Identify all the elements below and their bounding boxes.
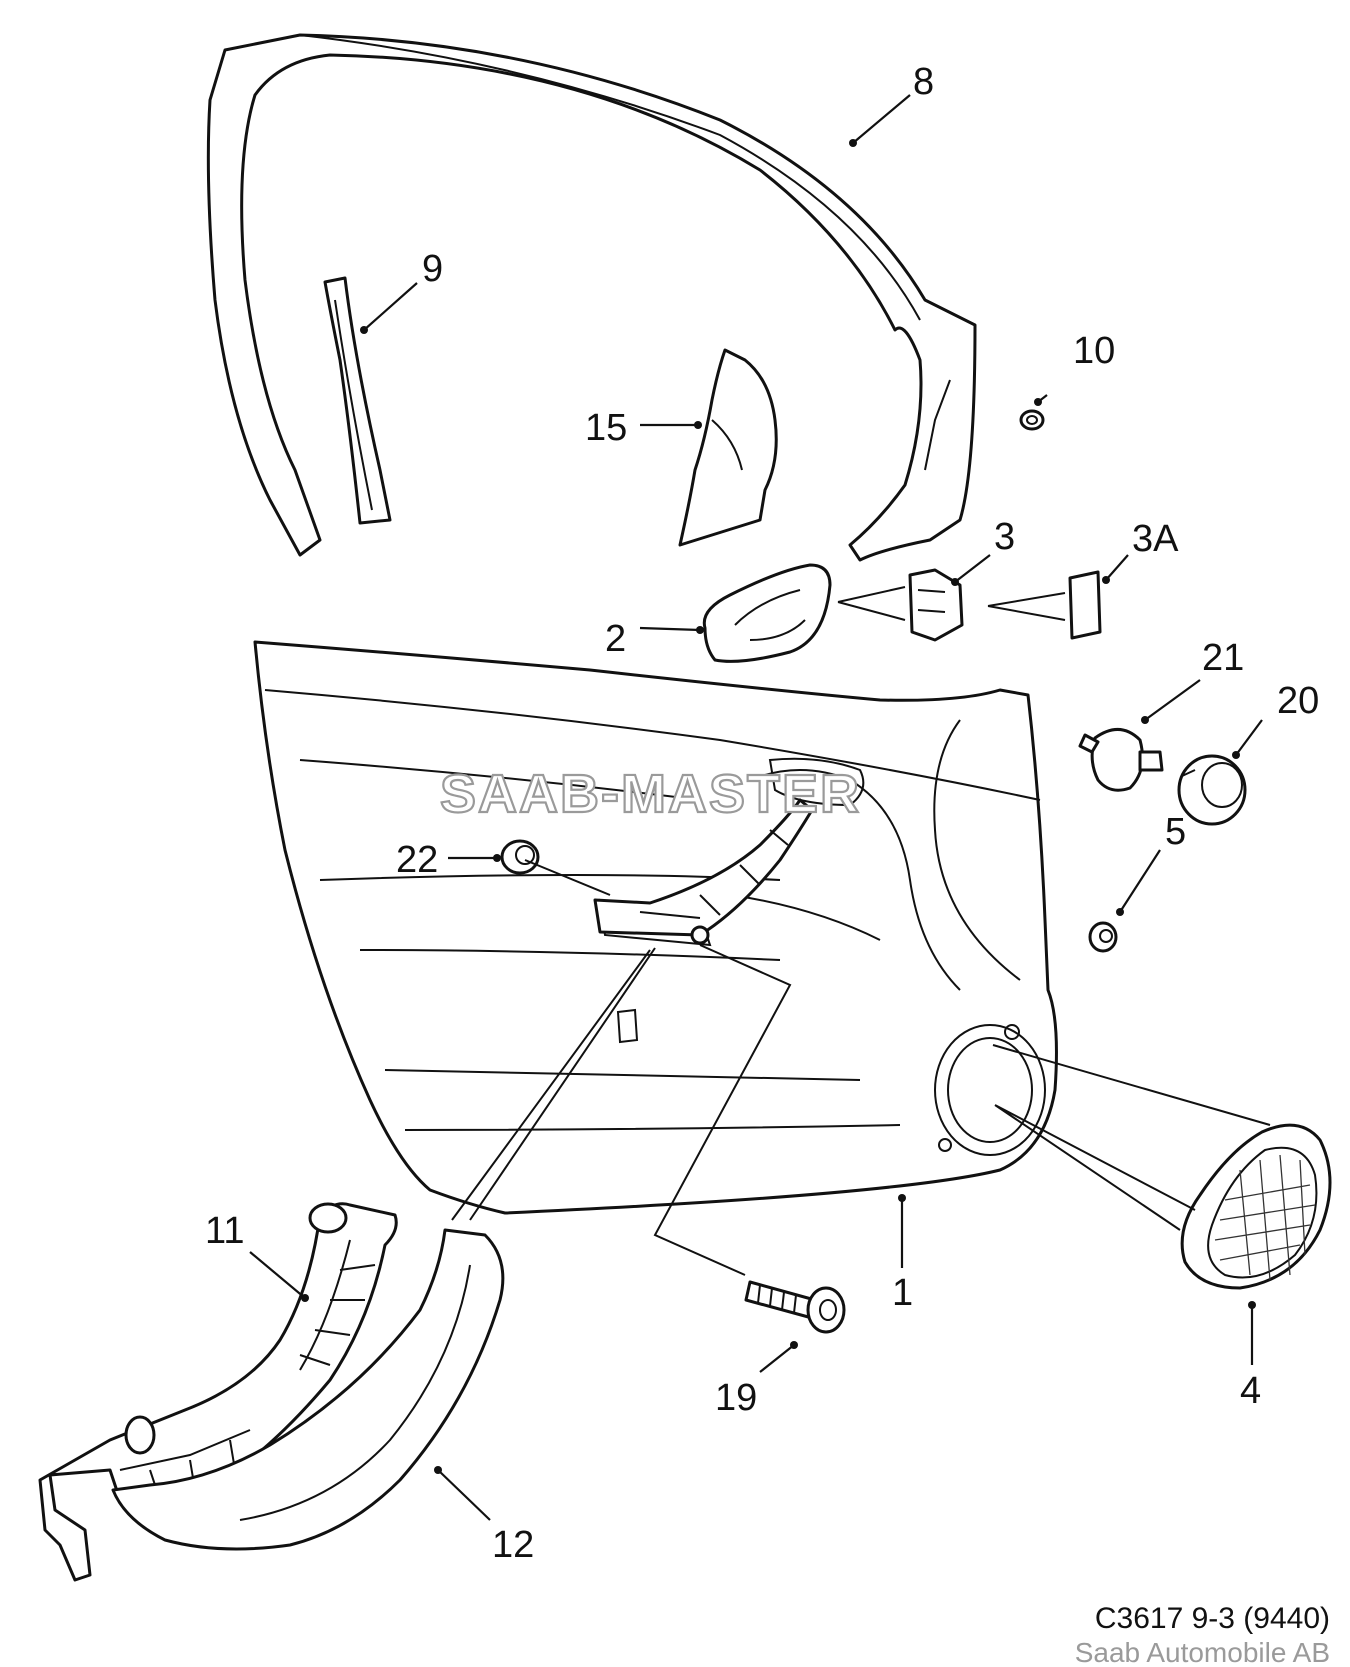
armrest-bracket-in-panel: [593, 798, 814, 945]
callout-15: 15: [585, 407, 627, 449]
callout-20: 20: [1277, 680, 1319, 722]
part-15-insulation-pad: [678, 348, 778, 547]
part-12-armrest-cover: [111, 1228, 505, 1551]
copyright-brand: Saab Automobile AB: [1075, 1637, 1330, 1667]
callout-8: 8: [913, 61, 934, 103]
part-4-speaker-grille: [1180, 1123, 1332, 1290]
callout-4: 4: [1240, 1370, 1261, 1412]
part-8-window-frame-trim: [206, 33, 977, 562]
callout-2: 2: [605, 618, 626, 660]
part-20-grommet: [1177, 754, 1247, 826]
part-3a-cover: [1068, 570, 1102, 640]
part-3-switch: [908, 568, 964, 642]
part-5-grommet: [1088, 921, 1118, 953]
callout-9: 9: [422, 248, 443, 290]
callout-5: 5: [1165, 811, 1186, 853]
diagram-code: C3617 9-3 (9440): [1095, 1602, 1330, 1635]
part-21-push-clip: [1078, 728, 1164, 792]
part-2-inner-door-handle: [702, 563, 832, 663]
assembly-lines-armrest: [451, 859, 792, 1276]
callout-3a: 3A: [1132, 518, 1179, 560]
part-10-clip: [1019, 409, 1045, 431]
leader-lines: [249, 94, 1263, 1521]
part-19-screw: [744, 1280, 846, 1334]
part-22-grommet: [500, 839, 540, 875]
callout-3: 3: [994, 516, 1015, 558]
callout-22: 22: [396, 839, 438, 881]
callout-19: 19: [715, 1377, 757, 1419]
assembly-arrows-handle-switch: [837, 586, 1066, 621]
callout-10: 10: [1073, 330, 1115, 372]
callout-12: 12: [492, 1524, 534, 1566]
watermark-text: SAAB-MASTER: [440, 764, 861, 824]
callout-11: 11: [205, 1210, 244, 1252]
callout-21: 21: [1202, 637, 1244, 679]
callout-1: 1: [892, 1272, 913, 1314]
assembly-arrows-speaker: [992, 1044, 1271, 1231]
part-9-trim-strip: [323, 276, 392, 525]
